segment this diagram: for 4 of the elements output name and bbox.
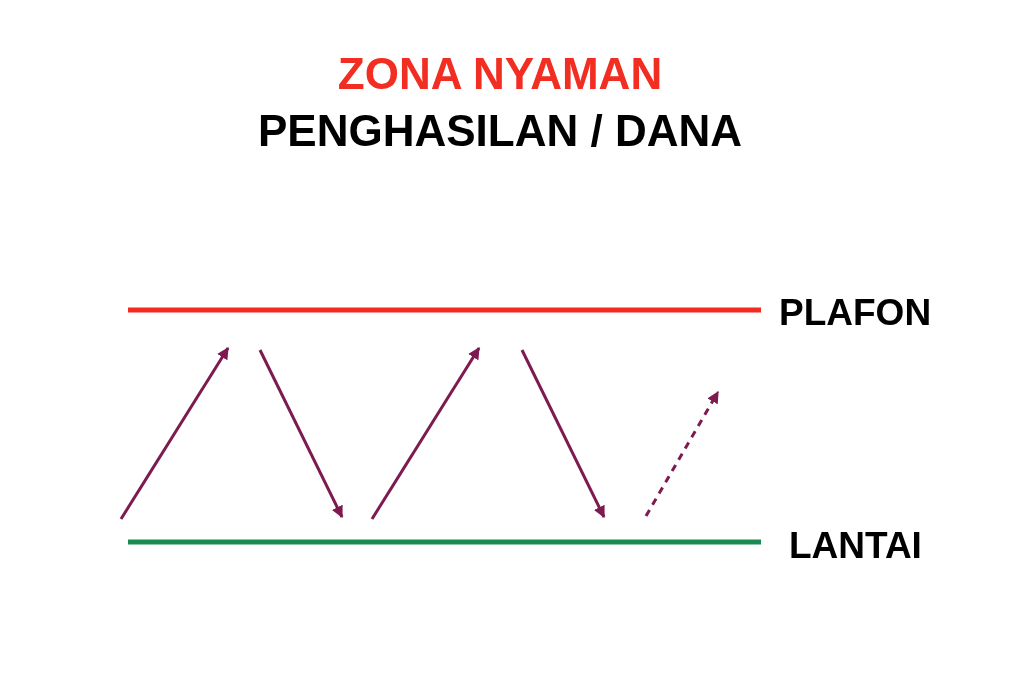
line-label: PLAFON — [779, 294, 932, 331]
line-label: LANTAI — [789, 527, 922, 564]
subtitle: PENGHASILAN / DANA — [257, 109, 743, 153]
title: ZONA NYAMAN — [336, 52, 664, 96]
